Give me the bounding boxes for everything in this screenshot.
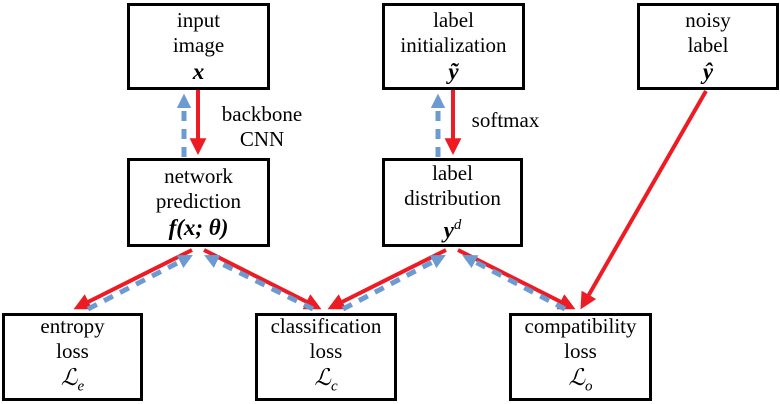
label-distribution-symbol: yd <box>444 211 462 245</box>
compatibility-loss-symbol-base: ℒ <box>568 364 586 390</box>
network-prediction-line1: network <box>164 163 233 188</box>
arrow-distribution-to-classification-loss <box>327 248 447 310</box>
classification-loss-symbol-sub: c <box>330 378 338 395</box>
compatibility-loss-symbol-sub: o <box>585 378 593 395</box>
input-image-line1: input <box>176 7 221 32</box>
entropy-loss-symbol-base: ℒ <box>60 364 78 390</box>
node-label-initialization: label initialization ỹ <box>382 3 525 90</box>
label-distribution-symbol-sup: d <box>453 216 462 233</box>
arrow-compatibility-loss-to-distribution-backward <box>462 254 567 312</box>
entropy-loss-line1: entropy <box>40 313 105 338</box>
label-initialization-line1: label <box>433 7 474 32</box>
node-classification-loss: classification loss ℒc <box>255 313 397 401</box>
node-network-prediction: network prediction f(x; θ) <box>127 158 270 247</box>
node-label-distribution: label distribution yd <box>382 158 523 247</box>
node-entropy-loss: entropy loss ℒe <box>2 313 143 401</box>
label-distribution-line1: label <box>432 160 473 185</box>
arrow-prediction-to-classification-loss <box>203 248 322 310</box>
classification-loss-line1: classification <box>270 313 382 338</box>
arrow-noisy-label-to-compatibility-loss <box>580 90 708 310</box>
label-distribution-line2: distribution <box>404 185 501 210</box>
noisy-label-line1: noisy <box>685 7 731 32</box>
softmax-label: softmax <box>471 108 540 132</box>
input-image-line2: image <box>172 32 225 57</box>
node-noisy-label: noisy label ŷ <box>637 3 779 90</box>
edge-label-backbone-cnn: backbone CNN <box>207 102 317 152</box>
network-prediction-line2: prediction <box>155 188 242 213</box>
node-input-image: input image x <box>127 3 270 90</box>
compatibility-loss-symbol: ℒo <box>568 364 592 401</box>
node-compatibility-loss: compatibility loss ℒo <box>509 313 652 401</box>
entropy-loss-symbol: ℒe <box>61 364 84 401</box>
classification-loss-symbol-base: ℒ <box>314 364 331 390</box>
edge-label-softmax: softmax <box>458 108 553 133</box>
label-distribution-symbol-base: y <box>443 217 454 243</box>
label-initialization-symbol: ỹ <box>448 58 459 84</box>
entropy-loss-line2: loss <box>56 338 89 363</box>
label-initialization-line2: initialization <box>400 32 507 57</box>
network-prediction-symbol: f(x; θ) <box>168 214 229 240</box>
noisy-label-line2: label <box>687 32 729 57</box>
backbone-label-line1: backbone <box>221 102 303 126</box>
backbone-label-line2: CNN <box>239 127 285 151</box>
classification-loss-symbol: ℒc <box>314 364 337 401</box>
arrow-prediction-to-entropy-loss <box>73 248 193 310</box>
entropy-loss-symbol-sub: e <box>77 378 85 395</box>
compatibility-loss-line2: loss <box>564 338 597 363</box>
arrow-entropy-loss-to-prediction-backward <box>86 254 193 312</box>
classification-loss-line2: loss <box>309 338 343 363</box>
compatibility-loss-line1: compatibility <box>524 313 637 338</box>
arrow-classification-loss-to-prediction-backward <box>204 254 315 312</box>
arrow-distribution-to-compatibility-loss <box>457 248 576 310</box>
input-image-symbol: x <box>192 58 205 84</box>
arrow-classification-loss-to-distribution-backward <box>341 254 446 312</box>
noisy-label-symbol: ŷ <box>702 58 714 84</box>
